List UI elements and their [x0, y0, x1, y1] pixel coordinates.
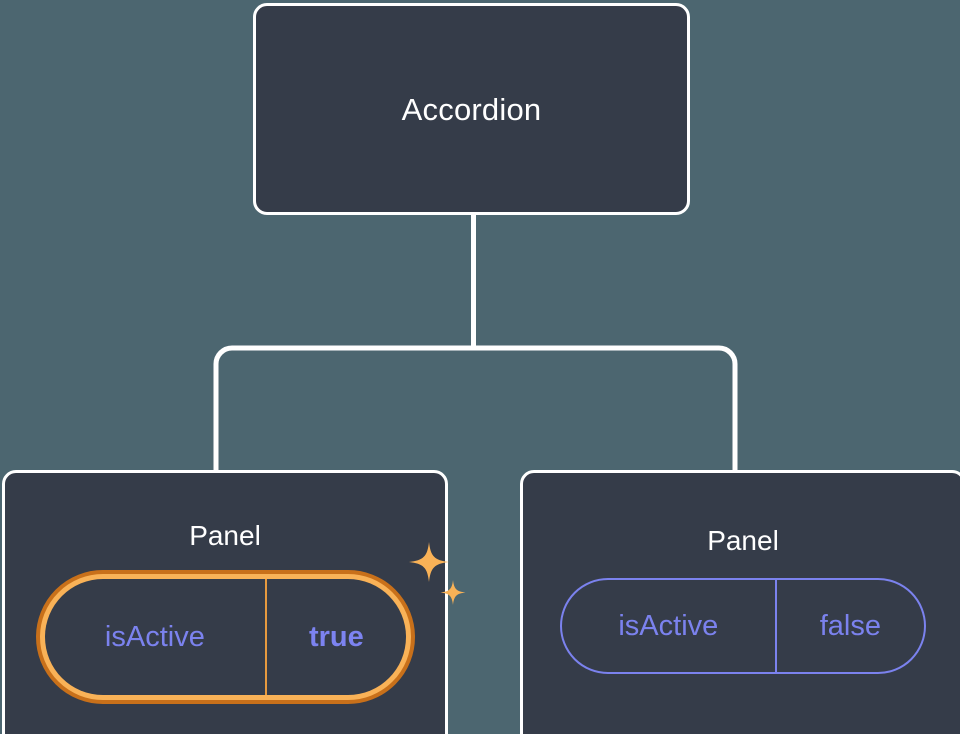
node-title: Panel — [189, 520, 261, 551]
prop-pill-highlighted[interactable]: isActive true — [35, 570, 415, 704]
node-panel-inactive[interactable]: Panel isActive false — [520, 470, 960, 734]
prop-pill-inner: isActive true — [44, 579, 406, 695]
prop-pill-wrapper: isActive false — [523, 578, 960, 674]
prop-key: isActive — [104, 620, 205, 653]
prop-key: isActive — [618, 609, 719, 642]
connector-branch-left — [213, 345, 474, 472]
prop-value: true — [265, 579, 405, 695]
prop-pill[interactable]: isActive false — [560, 578, 926, 674]
sparkle-small-icon — [440, 580, 466, 605]
node-title: Accordion — [401, 91, 542, 127]
prop-value: false — [774, 580, 924, 672]
prop-pill-wrapper: isActive true — [5, 542, 466, 704]
node-accordion[interactable]: Accordion — [253, 3, 690, 215]
connector-branch-right — [473, 345, 738, 472]
node-title: Panel — [707, 525, 779, 556]
node-panel-active[interactable]: Panel isActive true — [2, 470, 466, 734]
